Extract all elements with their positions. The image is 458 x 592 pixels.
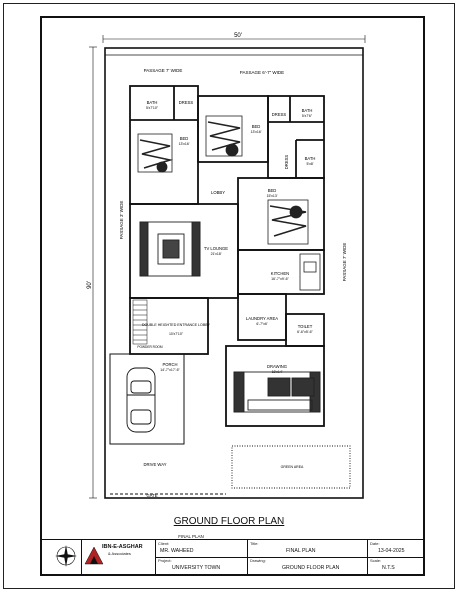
company-name: IBN-E-ASGHAR [102,544,143,550]
plot-boundary [104,47,364,499]
title-value: FINAL PLAN [286,548,316,554]
project-label: Project: [158,558,172,563]
car-icon [126,367,156,433]
compass-icon [55,545,77,567]
label-laundry: LAUNDRY AREA [246,316,278,321]
bed-furniture [137,115,309,245]
label-bed3: BED [268,188,277,193]
client-label: Client: [158,541,170,546]
passage-top-left: PASSAGE 7' WIDE [144,68,183,73]
label-bath2: BATH [302,108,313,113]
project-value: UNIVERSITY TOWN [172,565,221,571]
label-bed3-size: 15'x13' [267,194,278,198]
label-bath1: BATH [147,100,158,105]
tb-client-cell: Client: MR. WAHEED Project: UNIVERSITY T… [156,540,248,575]
label-bed1-size: 13'x16' [179,142,190,146]
title-label: Title: [250,541,259,546]
plan-title: GROUND FLOOR PLAN [0,511,458,529]
label-porch: PORCH [162,362,177,367]
passage-top-right: PASSAGE 6'-7" WIDE [240,70,284,75]
tb-company-cell: IBN-E-ASGHAR & Associates [82,540,156,575]
label-lobby: LOBBY [211,190,225,195]
label-gate: GATE [146,493,157,498]
company-sub: & Associates [108,551,131,556]
sofa-furniture [139,221,321,413]
drawing-frame [40,16,425,576]
label-entrance-size: 10'x7'10" [169,332,184,336]
passage-left: PASSAGE 3' WIDE [119,201,124,240]
label-kitchen-size: 16'-7"x9'-6" [271,277,289,281]
label-bath3: BATH [305,156,316,161]
label-dress1: DRESS [179,100,194,105]
drawing-label: Drawing: [250,558,266,563]
kitchen-counter [299,253,321,291]
plan-main-title: GROUND FLOOR PLAN [173,516,285,527]
label-tv-lounge-size: 21'x18' [211,252,222,256]
label-bed1: BED [180,136,189,141]
label-dress2: DRESS [272,112,287,117]
label-laundry-size: 6'-7"x6' [256,322,268,326]
porch-area [109,353,185,445]
date-value: 13-04-2025 [378,548,405,554]
plan-subtitle: FINAL PLAN [178,534,204,539]
date-label: Date: [370,541,380,546]
drawing-value: GROUND FLOOR PLAN [282,565,340,571]
label-toilet-size: 6'-6"x5'-6" [297,330,313,334]
label-entrance: DOUBLE HEIGHTED ENTRANCE LOBBY [142,323,211,327]
label-bed2: BED [252,124,261,129]
dimension-width-label: 50' [234,33,242,39]
label-kitchen: KITCHEN [271,271,289,276]
dimension-depth-label: 90' [87,281,93,289]
building-walls [129,85,325,427]
dimension-left [89,46,97,499]
label-drive-way: DRIVE WAY [143,462,166,467]
scale-value: N.T.S [382,565,395,571]
label-powder: POWDER ROOM [137,345,162,349]
dimension-top [102,35,366,43]
tb-title-cell: Title: FINAL PLAN Drawing: GROUND FLOOR … [248,540,368,575]
label-bed2-size: 13'x16' [251,130,262,134]
label-bath1-size: 5'x7'10" [146,106,159,110]
company-logo-icon [84,546,104,565]
label-toilet: TOILET [298,324,313,329]
passage-right: PASSAGE 7' WIDE [342,243,347,282]
label-bath3-size: 5'x8' [307,162,314,166]
scale-label: Scale: [370,558,382,563]
stairs [132,299,148,345]
label-drawing: DRAWING [267,364,287,369]
label-tv-lounge: TV LOUNGE [204,246,228,251]
title-block: IBN-E-ASGHAR & Associates Client: MR. WA… [42,539,423,575]
label-green-area: GREEN AREA [281,465,304,469]
tb-date-cell: Date: 13-04-2025 Scale: N.T.S [368,540,423,575]
client-value: MR. WAHEED [160,548,194,554]
label-dress3: DRESS [284,155,289,170]
label-drawing-size: 18'x14' [272,370,283,374]
label-bath2-size: 5'x7'6" [302,114,313,118]
plan-subtitle-wrap: FINAL PLAN [0,525,420,543]
tb-compass-cell [42,540,82,575]
sheet-border [3,3,455,589]
label-porch-size: 14'-7"x17'-6" [160,368,180,372]
